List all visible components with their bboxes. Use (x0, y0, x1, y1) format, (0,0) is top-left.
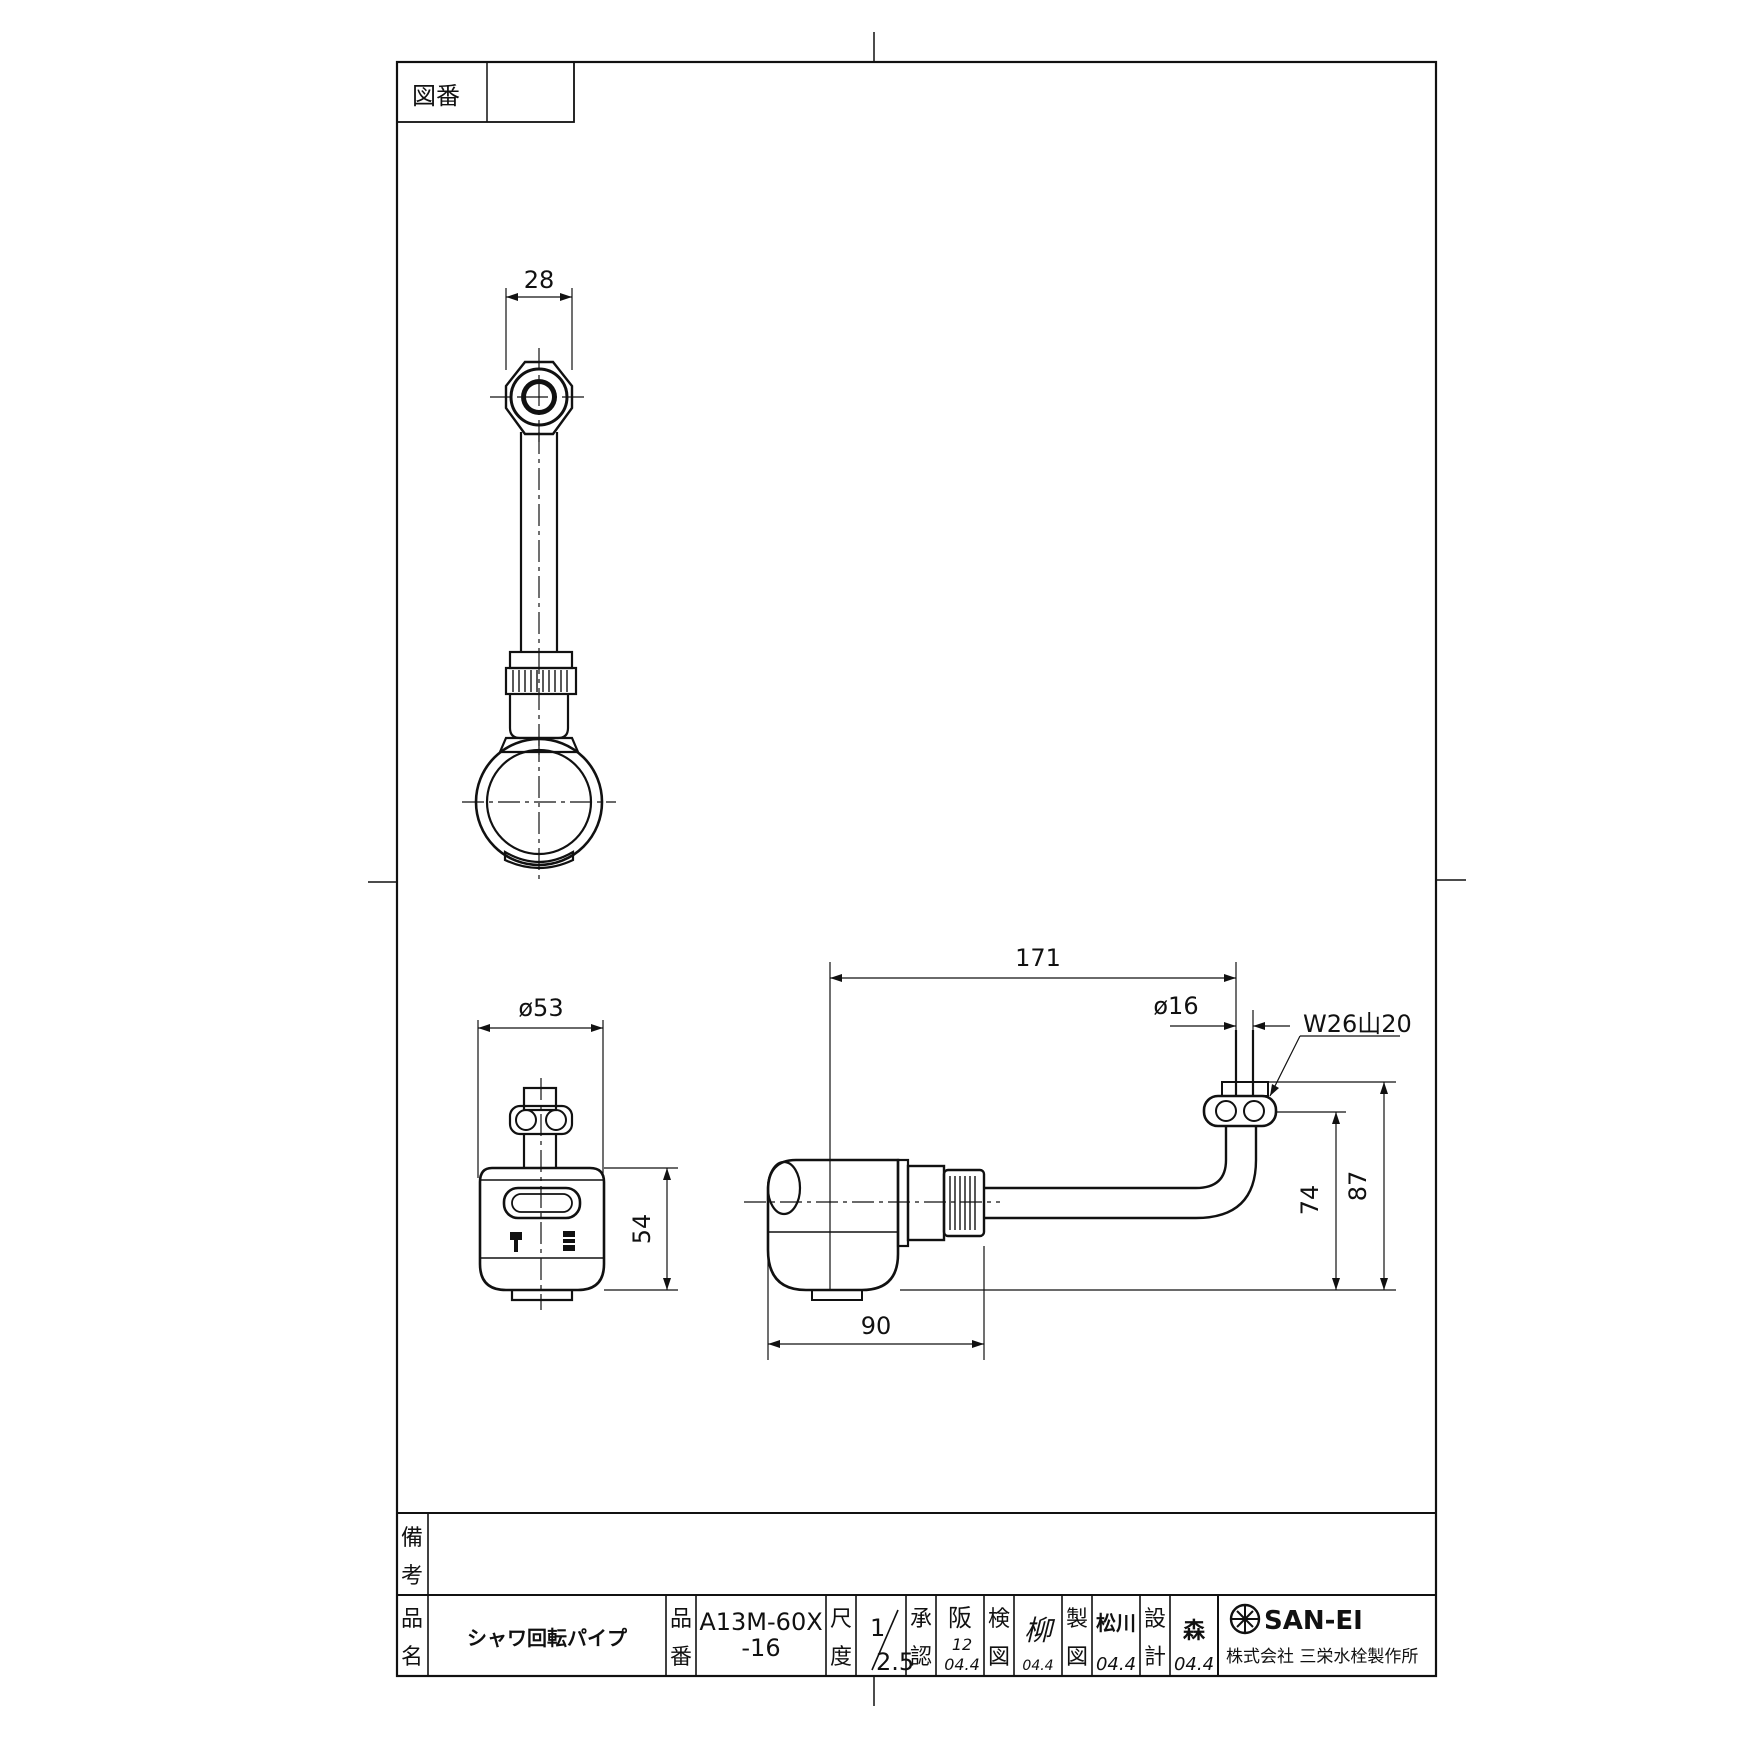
drawn-name: 松川 (1096, 1611, 1136, 1635)
scale-label-2: 度 (830, 1645, 852, 1670)
thermometer-icon (510, 1232, 522, 1252)
number-label-1: 品 (670, 1607, 692, 1632)
drawn-label-1: 製 (1066, 1607, 1088, 1632)
remarks-label-2: 考 (401, 1564, 423, 1589)
top-view: 28 (462, 266, 616, 880)
company-name: 株式会社 三栄水栓製作所 (1226, 1647, 1418, 1667)
product-number-line-2: -16 (741, 1634, 780, 1662)
drawing-number-box: 図番 (396, 61, 575, 123)
dimension-height-74: 74 (1296, 1185, 1324, 1216)
check-label-1: 検 (988, 1607, 1010, 1632)
product-name: シャワ回転パイプ (467, 1626, 628, 1650)
dimension-pipe-diameter: ø16 (1153, 992, 1198, 1020)
drawing-frame (395, 60, 1438, 1678)
drawing-number-label: 図番 (412, 82, 460, 110)
drawn-label-2: 図 (1066, 1645, 1088, 1670)
number-label-2: 番 (670, 1645, 692, 1670)
check-label-2: 図 (988, 1645, 1010, 1670)
approve-date-1: 12 (952, 1635, 972, 1654)
check-name: 柳 (1024, 1614, 1056, 1647)
dimension-nut-width: 28 (524, 266, 555, 294)
dimension-thread: W26山20 (1303, 1010, 1412, 1038)
approve-name: 阪 (948, 1604, 972, 1632)
title-block: 備 考 品 名 シャワ回転パイプ 品 番 A13M-60X -16 尺 度 1 … (396, 1512, 1437, 1677)
name-label-1: 品 (401, 1607, 423, 1632)
approve-label-2: 認 (910, 1645, 932, 1670)
san-ei-logo: SAN-EI (1229, 1603, 1363, 1636)
side-view: 171 ø16 W26山20 (744, 944, 1412, 1360)
registration-marks (368, 32, 1466, 1706)
dimension-height-54: 54 (628, 1214, 656, 1245)
dimension-length-90: 90 (861, 1312, 892, 1340)
scale-label-1: 尺 (830, 1607, 852, 1632)
scale-denominator: 2.5 (876, 1648, 914, 1676)
approve-label-1: 承 (910, 1607, 932, 1632)
design-name: 森 (1183, 1618, 1206, 1644)
product-number-line-1: A13M-60X (699, 1608, 822, 1636)
front-view: ø53 54 (477, 994, 678, 1310)
check-date: 04.4 (1022, 1658, 1053, 1674)
dimension-diameter-53: ø53 (518, 994, 563, 1022)
design-label-2: 計 (1144, 1645, 1166, 1670)
approve-date-2: 04.4 (944, 1655, 980, 1674)
shower-mode-icon (563, 1231, 575, 1251)
drawn-date: 04.4 (1096, 1654, 1136, 1675)
name-label-2: 名 (401, 1645, 423, 1670)
dimension-length-171: 171 (1015, 944, 1061, 972)
design-date: 04.4 (1174, 1654, 1214, 1675)
scale-numerator: 1 (870, 1614, 885, 1642)
dimension-height-87: 87 (1344, 1171, 1372, 1202)
brand-name: SAN-EI (1264, 1606, 1363, 1636)
remarks-label-1: 備 (401, 1526, 423, 1551)
design-label-1: 設 (1144, 1607, 1166, 1632)
